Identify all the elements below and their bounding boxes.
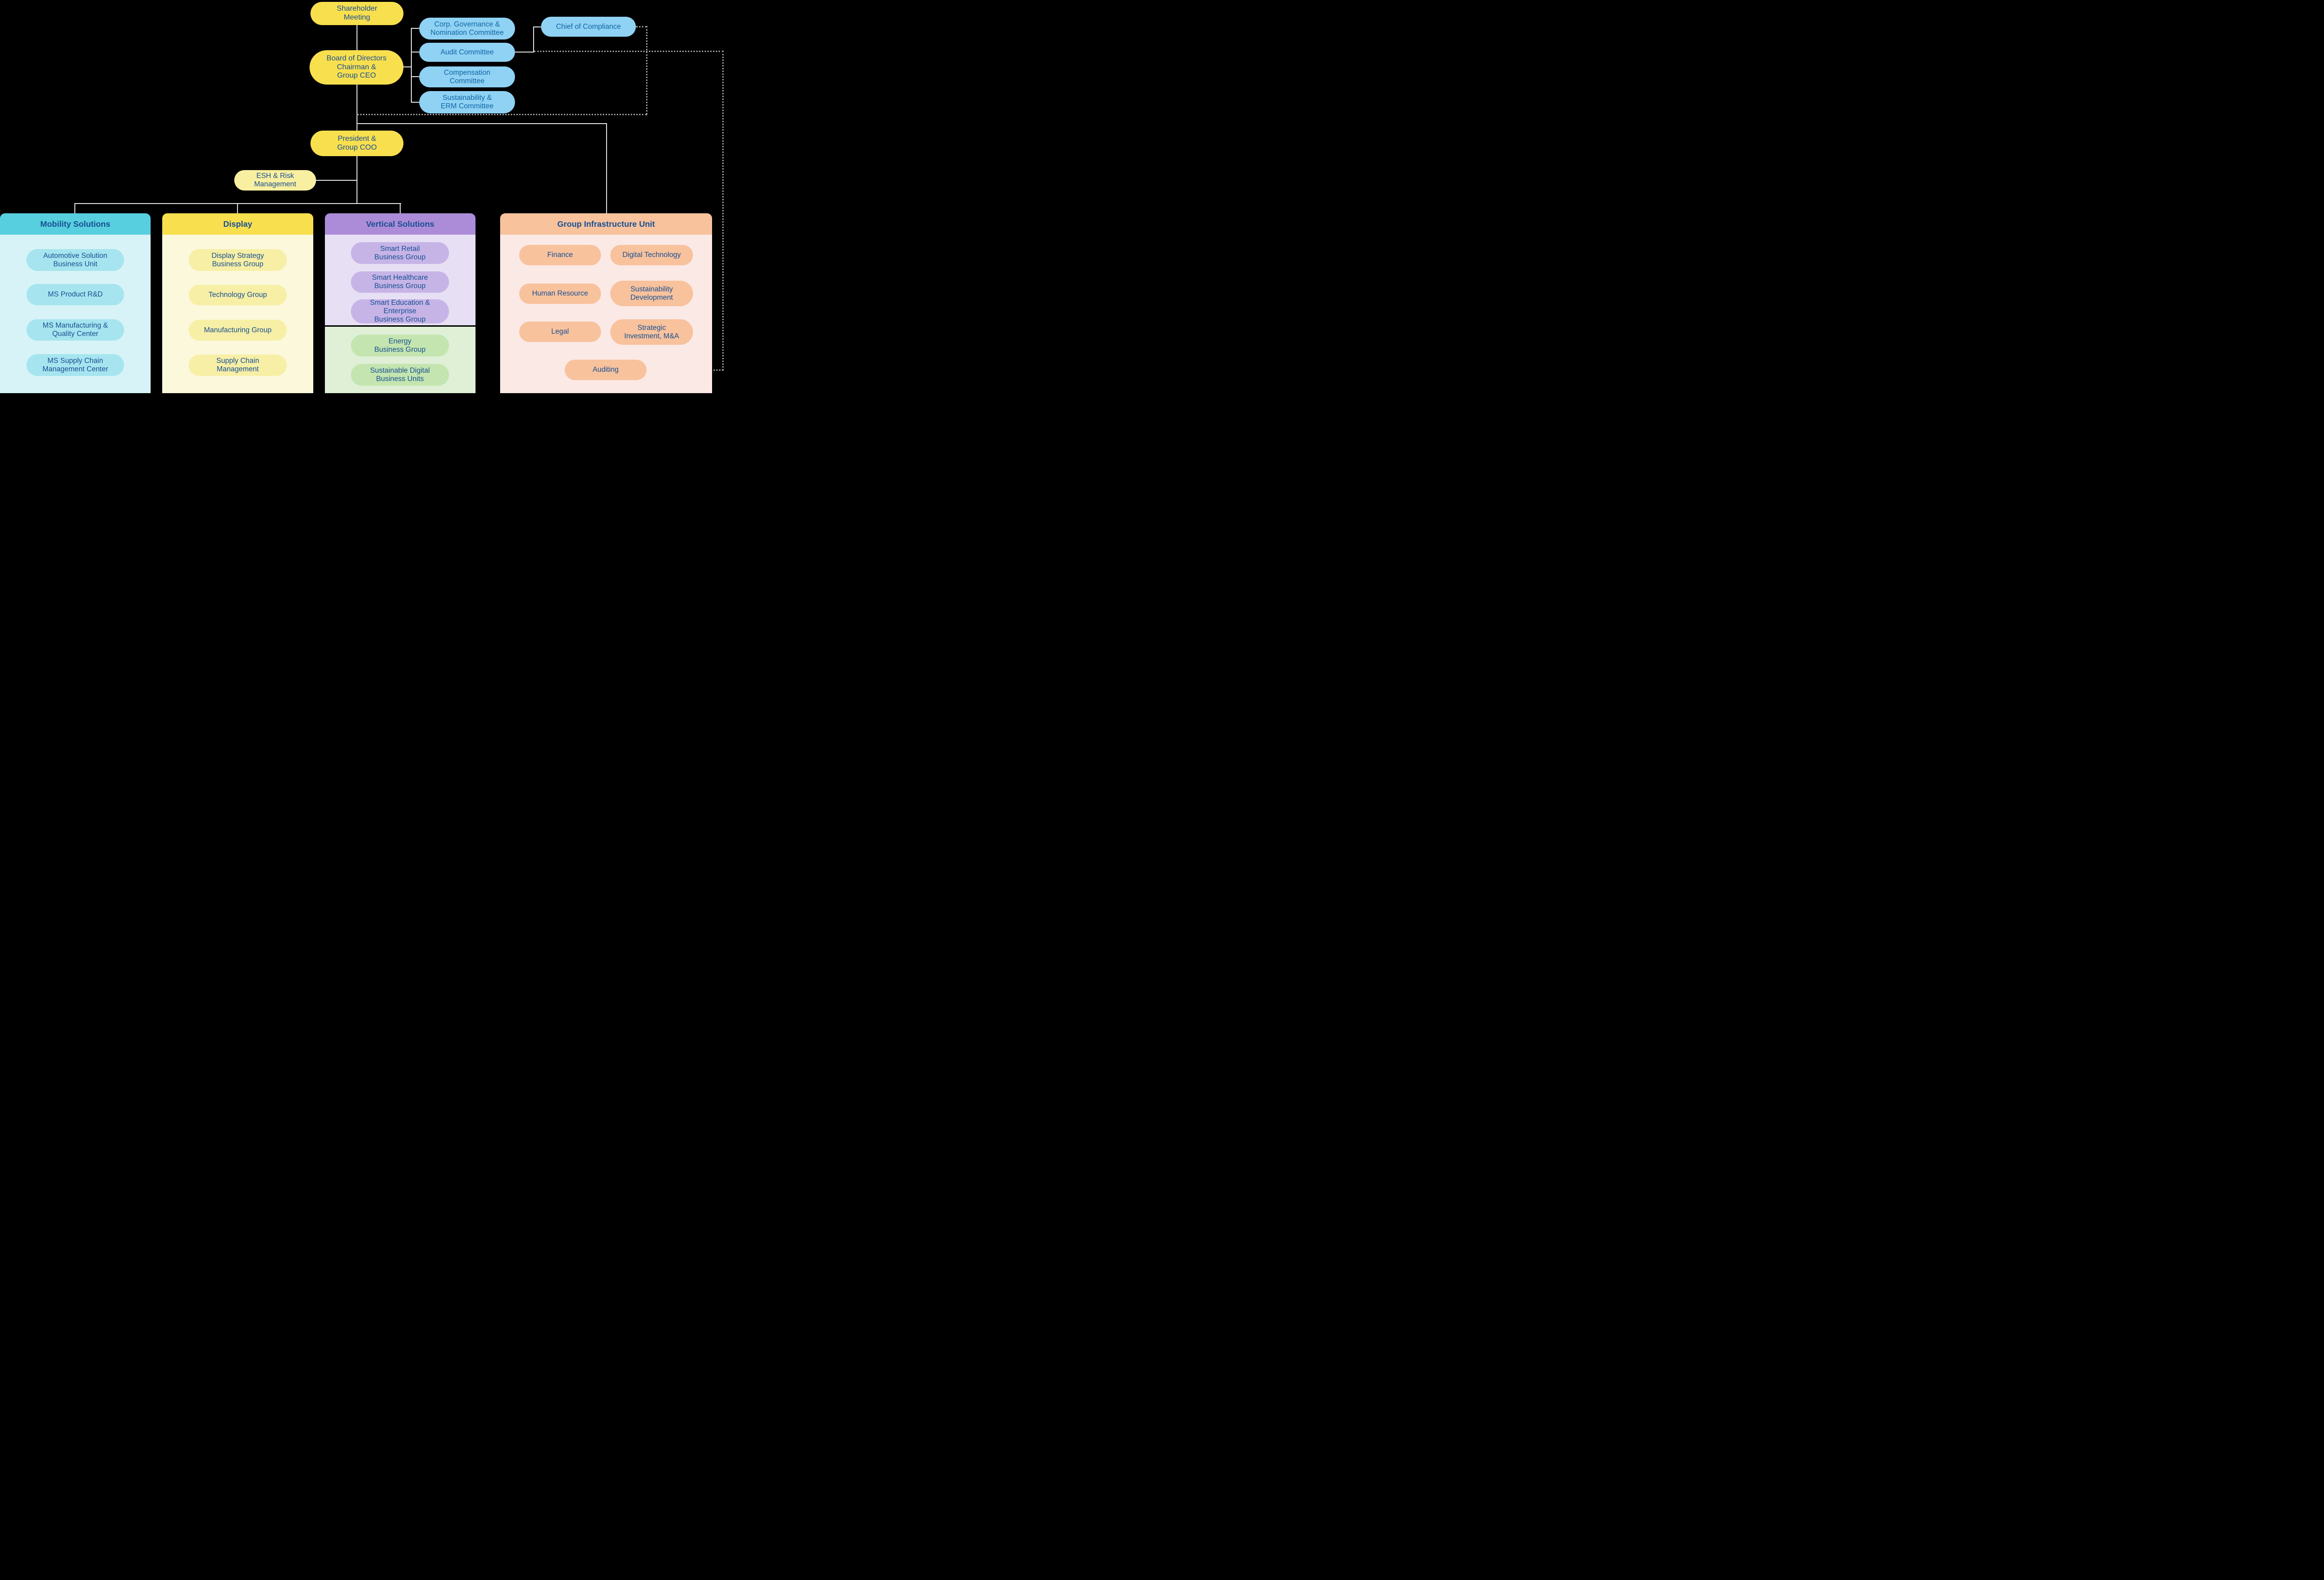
unit-supply-chain-management: Supply Chain Management [189,355,287,376]
division-mobility-title: Mobility Solutions [0,213,151,235]
connector-stub-committee-2 [411,52,419,53]
division-group-infrastructure: Group Infrastructure Unit Finance Digita… [500,213,712,393]
unit-smart-education-enterprise: Smart Education & Enterprise Business Gr… [351,299,449,323]
committee-compensation: Compensation Committee [419,66,515,87]
dotted-right-edge-down [722,51,724,370]
connector-stub-display [237,203,238,213]
unit-finance: Finance [519,245,601,265]
unit-manufacturing-group: Manufacturing Group [189,320,287,341]
connector-stub-vertical [400,203,401,213]
connector-esh-stub [316,180,357,181]
division-vertical-green-section: Energy Business Group Sustainable Digita… [325,327,475,393]
connector-stub-mobility [74,203,75,213]
committee-corp-governance: Corp. Governance & Nomination Committee [419,18,515,40]
node-president-coo: President & Group COO [310,131,403,156]
connector-giu-down [606,123,607,213]
dotted-audit-right [534,51,723,52]
unit-legal: Legal [519,322,601,342]
unit-ms-supply-chain: MS Supply Chain Management Center [26,354,124,376]
division-mobility-solutions: Mobility Solutions Automotive Solution B… [0,213,151,393]
unit-strategic-investment: Strategic Investment, M&A [610,319,693,345]
unit-digital-technology: Digital Technology [610,245,693,265]
connector-stub-committee-1 [411,28,419,29]
division-vertical-title: Vertical Solutions [325,213,475,235]
committee-audit: Audit Committee [419,43,515,62]
connector-elbow-chief [533,26,541,27]
connector-board-bracket [403,66,411,67]
node-chief-of-compliance: Chief of Compliance [541,17,636,37]
unit-display-strategy: Display Strategy Business Group [189,249,287,271]
node-board-of-directors: Board of Directors Chairman & Group CEO [310,50,403,85]
node-esh-risk-management: ESH & Risk Management [234,170,316,191]
unit-human-resource: Human Resource [519,283,601,304]
dotted-chief-down [646,26,647,114]
unit-ms-manufacturing-quality: MS Manufacturing & Quality Center [26,319,124,341]
unit-ms-product-rd: MS Product R&D [26,284,124,305]
division-mobility-body: Automotive Solution Business Unit MS Pro… [0,235,151,393]
unit-sustainable-digital: Sustainable Digital Business Units [351,364,449,386]
division-giu-body: Finance Digital Technology Human Resourc… [500,235,712,393]
division-display-body: Display Strategy Business Group Technolo… [162,235,313,393]
division-vertical-purple-section: Smart Retail Business Group Smart Health… [325,235,475,325]
node-shareholder-meeting: Shareholder Meeting [310,2,403,25]
unit-smart-retail: Smart Retail Business Group [351,242,449,264]
unit-energy-business-group: Energy Business Group [351,335,449,356]
division-vertical-solutions: Vertical Solutions Smart Retail Business… [325,213,475,393]
connector-committee-bracket [411,28,412,103]
connector-stub-committee-4 [411,102,419,103]
unit-technology-group: Technology Group [189,285,287,305]
unit-auditing: Auditing [565,360,647,380]
committee-sustainability-erm: Sustainability & ERM Committee [419,91,515,113]
connector-audit-elbow-v [533,26,534,53]
unit-sustainability-development: Sustainability Development [610,281,693,306]
connector-giu-branch [357,123,607,124]
dotted-chief-to-center [357,114,647,115]
division-display-title: Display [162,213,313,235]
division-giu-title: Group Infrastructure Unit [500,213,712,235]
division-display: Display Display Strategy Business Group … [162,213,313,393]
org-chart: Shareholder Meeting Board of Directors C… [0,0,729,393]
unit-smart-healthcare: Smart Healthcare Business Group [351,271,449,293]
connector-stub-committee-3 [411,76,419,77]
connector-audit-elbow-h [515,52,534,53]
dotted-chief-right [636,26,647,27]
unit-automotive-solution: Automotive Solution Business Unit [26,249,124,271]
